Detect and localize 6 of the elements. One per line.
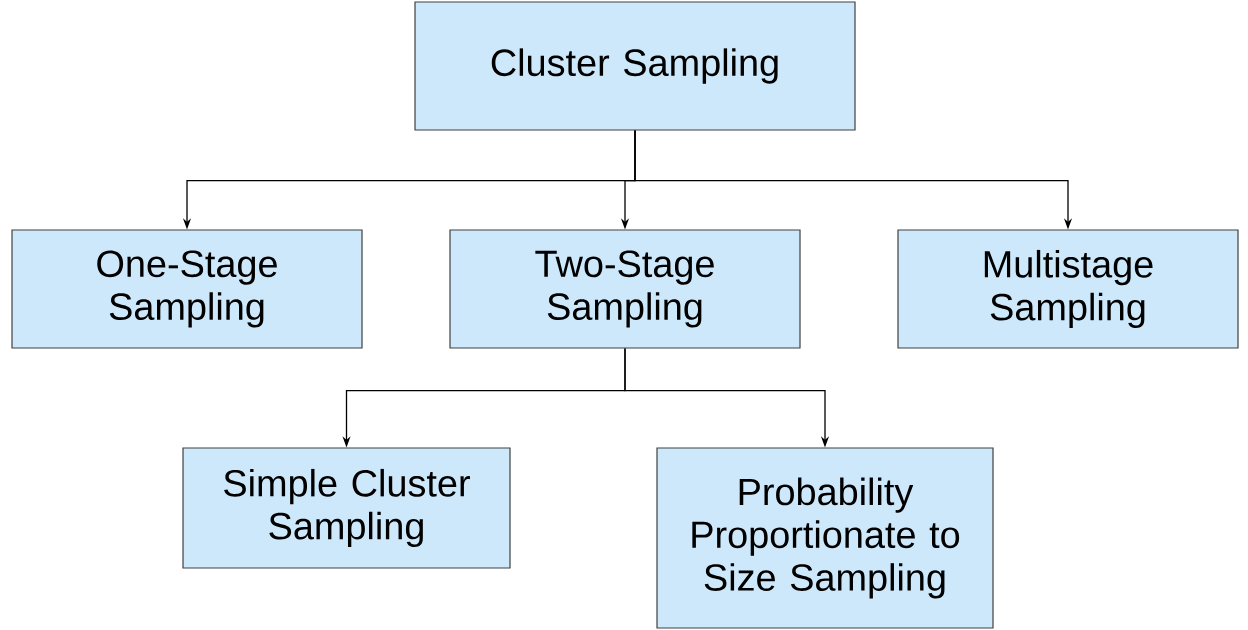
process-box: Probability Proportionate to Size Sampling [656, 447, 994, 629]
process-box: Cluster Sampling [414, 1, 856, 131]
process-box: One-Stage Sampling [11, 229, 363, 349]
process-box: Multistage Sampling [897, 229, 1239, 349]
process-box: Two-Stage Sampling [449, 229, 801, 349]
process-box: Simple Cluster Sampling [182, 447, 511, 569]
